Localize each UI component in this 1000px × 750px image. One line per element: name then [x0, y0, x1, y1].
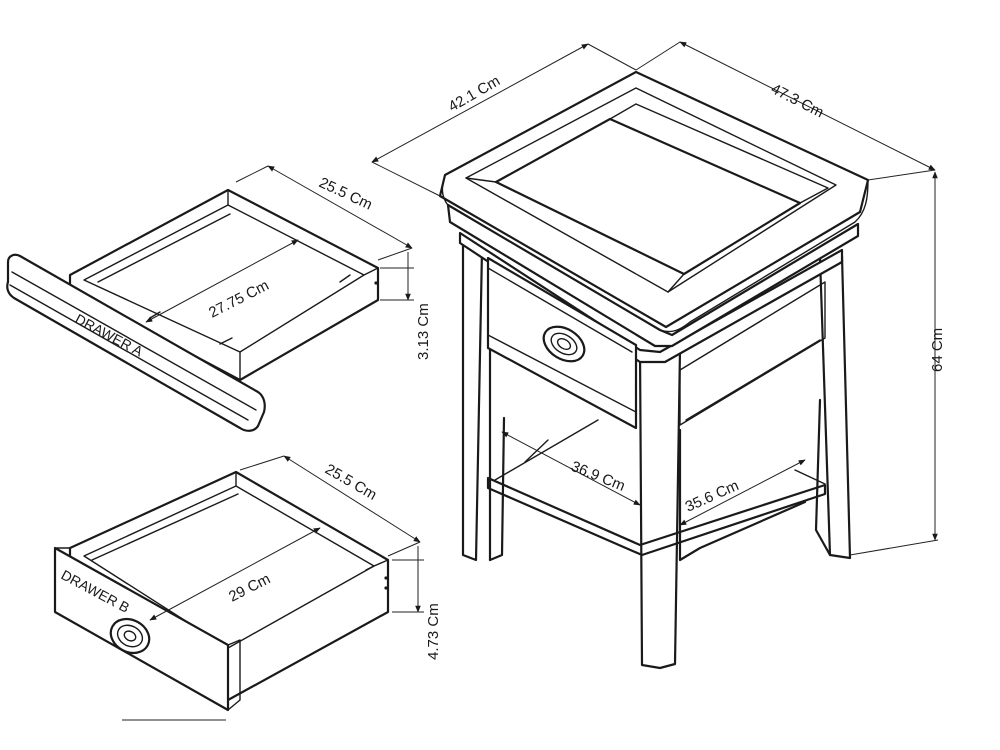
drawer-b: DRAWER B 25.5 Cm 29 Cm 4.73 Cm [53, 455, 442, 721]
shelf-width-label: 36.9 Cm [569, 458, 628, 495]
table-back-right-leg [818, 254, 852, 560]
drawer-b-inner-dimension [149, 527, 321, 621]
table-left-leg [461, 233, 492, 562]
drawer-a-inner-dimension [145, 239, 299, 323]
table-width-label: 42.1 Cm [446, 72, 504, 115]
table-height-label: 64 Cm [929, 328, 946, 372]
shelf-depth-dimension [679, 459, 806, 526]
table-depth-label: 47.3 Cm [768, 80, 826, 121]
table-width-dimension [371, 43, 589, 163]
drawer-a-width-label: 25.5 Cm [316, 174, 375, 213]
drawer-b-width-dimension [283, 455, 421, 543]
table-front-corner-leg [638, 348, 682, 670]
drawer-a-width-dimension [267, 165, 413, 249]
drawer-b-width-label: 25.5 Cm [322, 461, 380, 504]
shelf-depth-label: 35.6 Cm [683, 477, 742, 516]
shelf-width-dimension [501, 431, 641, 506]
table-depth-dimension [679, 41, 936, 171]
drawer-handle-icon [109, 617, 151, 655]
table-lower-shelf [486, 476, 827, 557]
drawer-b-height-label: 4.73 Cm [425, 603, 442, 660]
drawer-a-height-label: 3.13 Cm [415, 303, 432, 360]
drawer-a: DRAWER A 25.5 Cm 27.75 Cm 3.13 Cm [6, 165, 432, 432]
bedside-table: 42.1 Cm 47.3 Cm 64 Cm 36.9 Cm 35.6 Cm [371, 41, 946, 670]
drawer-handle-icon [542, 325, 586, 363]
